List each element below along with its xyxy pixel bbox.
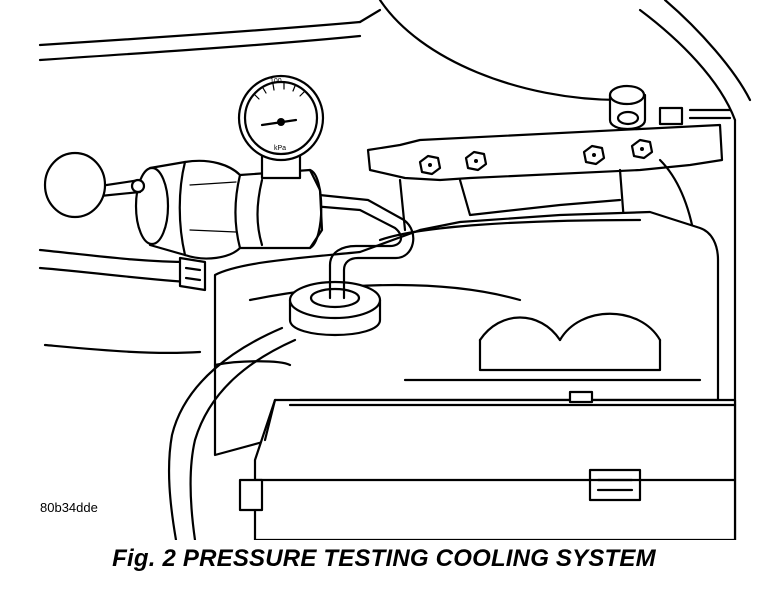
figure-caption: Fig. 2 PRESSURE TESTING COOLING SYSTEM	[112, 545, 656, 572]
bracket-bolt-4	[630, 138, 654, 160]
fuse-box-cover	[253, 390, 737, 540]
plunger-handle	[43, 151, 146, 219]
hose-clamp	[178, 256, 207, 292]
pressure-gauge: 100 kPa	[237, 74, 325, 180]
tester-adapter-hose	[298, 191, 415, 300]
bracket-bolt-2	[464, 150, 488, 172]
bracket-bolt-1	[418, 154, 442, 176]
gauge-face-text: 100	[270, 78, 282, 85]
cooling-system-pressure-test-illustration: 100 kPa	[38, 0, 752, 540]
gauge-bottom-text: kPa	[274, 145, 286, 152]
rubber-bumper	[608, 84, 684, 131]
drawing-code: 80b34dde	[40, 500, 98, 515]
reservoir-cap-adapter	[288, 280, 382, 337]
overflow-hose	[167, 326, 297, 540]
bracket-bolt-3	[582, 144, 606, 166]
engine-bay-background	[38, 0, 752, 540]
